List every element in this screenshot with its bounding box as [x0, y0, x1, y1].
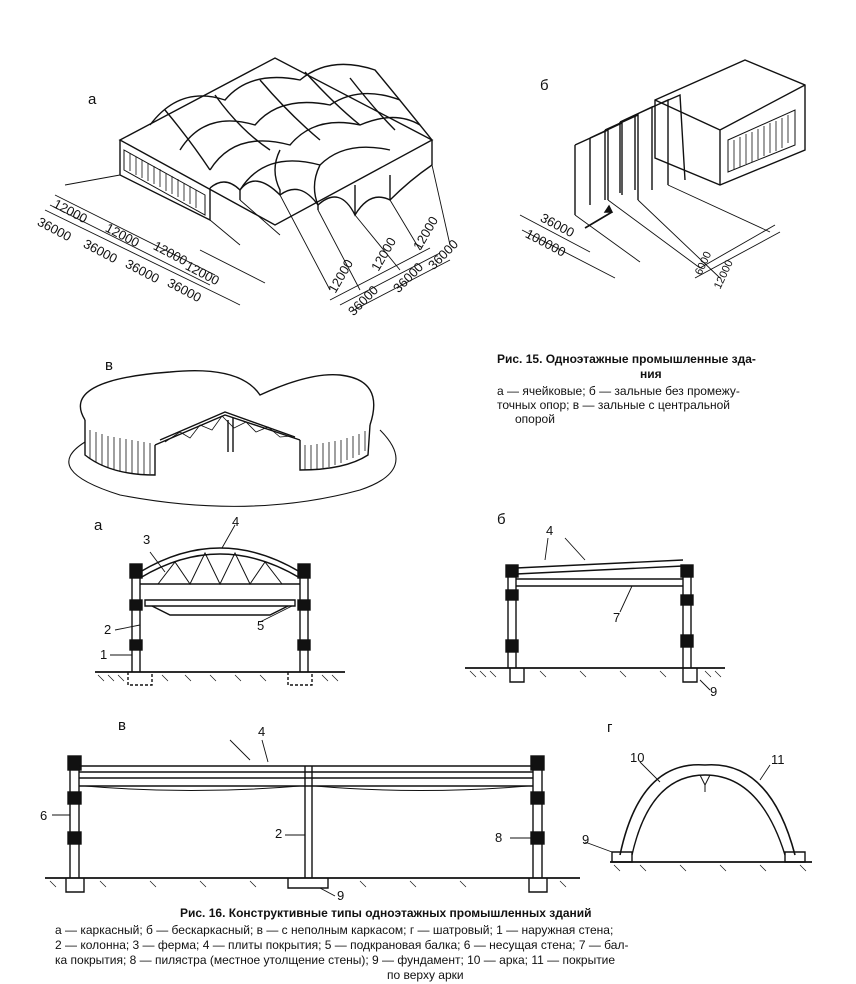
callout: 5 — [257, 618, 265, 633]
callout: 10 — [630, 750, 645, 765]
fig16-caption-title: Рис. 16. Конструктивные типы одноэтажных… — [180, 906, 592, 920]
callout: 9 — [582, 832, 590, 847]
fig15-panel-a-label: а — [88, 91, 97, 108]
fig15a-building — [118, 57, 434, 226]
fig16-panel-a-label: а — [94, 517, 103, 534]
callout: 7 — [613, 610, 621, 625]
fig16-legend-line: по верху арки — [387, 968, 464, 982]
fig15-legend-line: а — ячейковые; б — зальные без промежу- — [497, 384, 740, 398]
fig15b-dimension-lines — [519, 184, 781, 279]
fig15b-building — [574, 59, 806, 229]
callout: 2 — [275, 826, 283, 841]
fig16-panel-g-label: г — [607, 719, 613, 736]
callout: 1 — [100, 647, 108, 662]
callout: 4 — [546, 523, 554, 538]
fig15-legend-line: опорой — [515, 412, 555, 426]
fig15-legend-line: точных опор; в — зальные с центральной — [497, 398, 731, 412]
callout: 9 — [710, 684, 718, 699]
fig15-caption-title-cont: ния — [640, 367, 662, 381]
fig16-legend-line: 2 — колонна; 3 — ферма; 4 — плиты покрыт… — [55, 938, 629, 952]
fig16b-section — [465, 537, 725, 691]
callout: 8 — [495, 830, 503, 845]
fig16-panel-v-label: в — [118, 717, 126, 734]
fig16-legend-line: а — каркасный; б — бескаркасный; в — с н… — [55, 923, 614, 937]
fig15-panel-v-label: в — [105, 357, 113, 374]
callout: 2 — [104, 622, 112, 637]
callout: 4 — [258, 724, 266, 739]
callout: 6 — [40, 808, 48, 823]
fig15v-building — [68, 369, 397, 507]
callout: 11 — [771, 752, 785, 767]
callout: 9 — [337, 888, 345, 903]
callout: 3 — [143, 532, 151, 547]
callout: 4 — [232, 514, 240, 529]
fig15-caption-title: Рис. 15. Одноэтажные промышленные зда- — [497, 352, 756, 366]
fig15-panel-b-label: б — [540, 77, 549, 94]
fig16v-section — [45, 739, 580, 897]
fig16-panel-b-label: б — [497, 511, 506, 528]
fig16a-section — [95, 524, 345, 686]
fig16-legend-line: ка покрытия; 8 — пилястра (местное утолщ… — [55, 953, 616, 967]
fig15a-dimension-lines — [44, 164, 451, 313]
fig16g-section — [584, 761, 812, 872]
